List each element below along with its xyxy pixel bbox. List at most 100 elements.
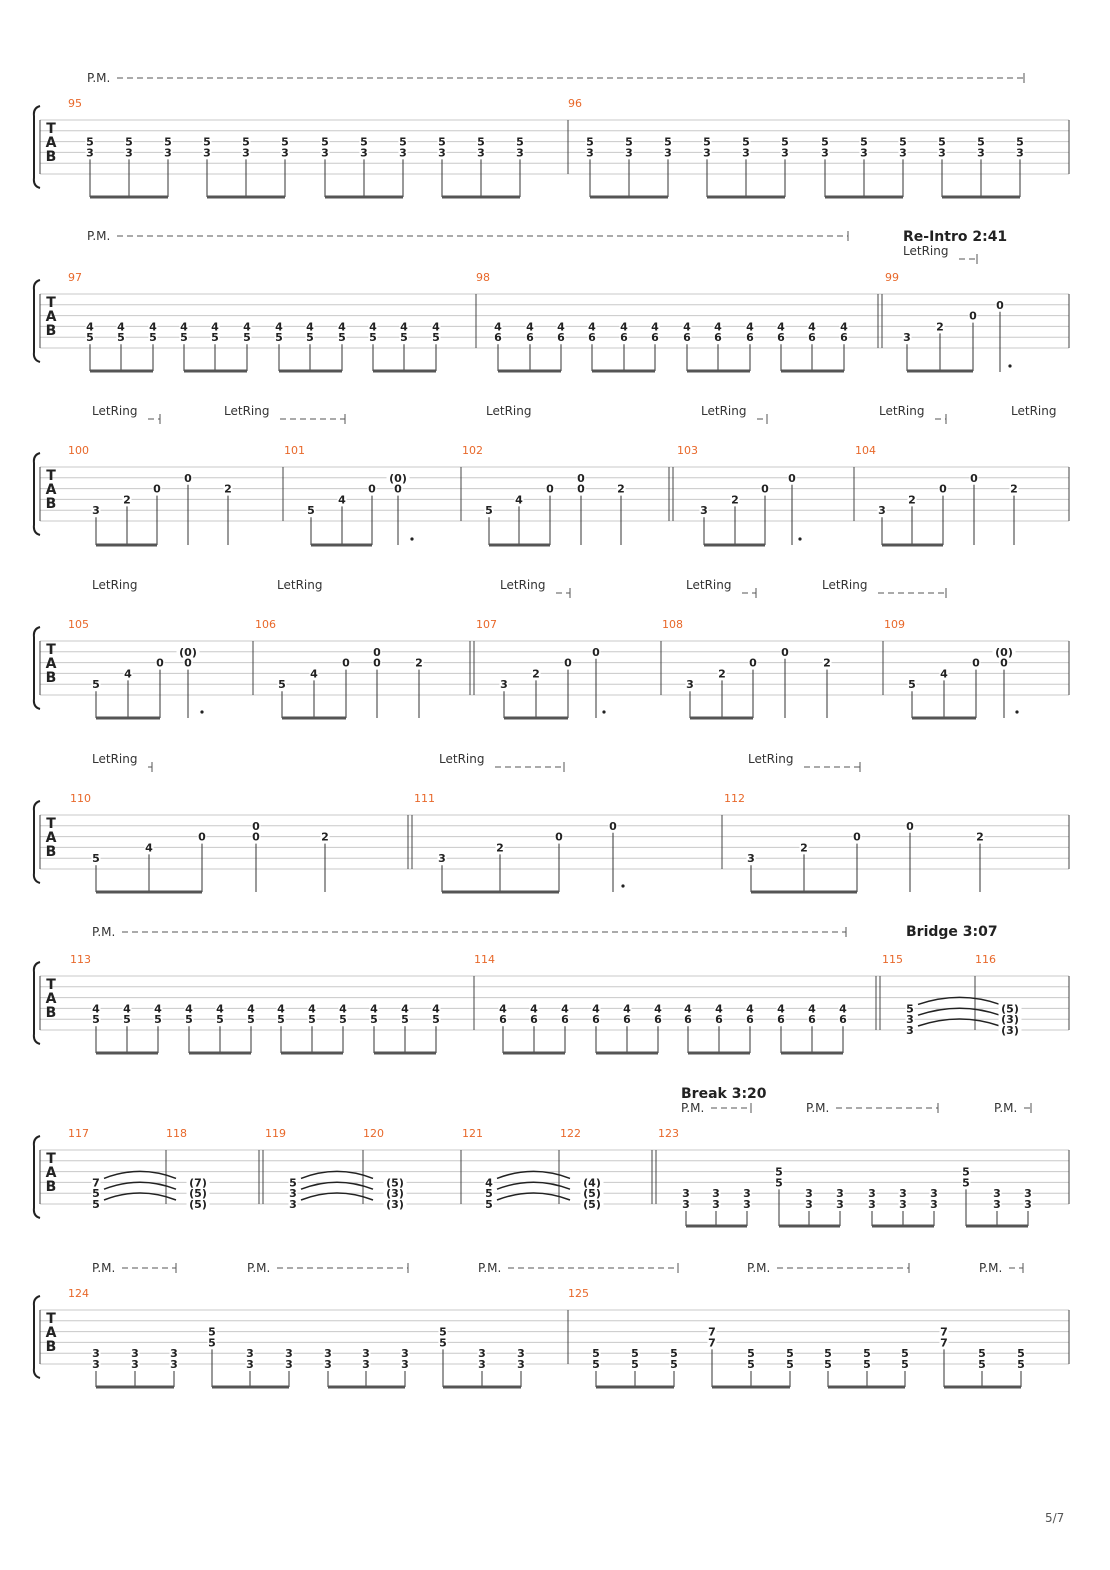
fret-bg bbox=[476, 146, 486, 158]
fret-number: 4 bbox=[651, 320, 659, 333]
fret-number: 4 bbox=[369, 320, 377, 333]
palm-mute-label: P.M. bbox=[681, 1101, 704, 1115]
fret-bg bbox=[742, 1198, 752, 1210]
fret-number: 5 bbox=[203, 136, 211, 149]
page-number: 5/7 bbox=[1045, 1511, 1064, 1525]
fret-number: 4 bbox=[370, 1002, 378, 1015]
fret-bg bbox=[515, 136, 525, 148]
fret-number: 6 bbox=[557, 331, 565, 344]
fret-bg bbox=[341, 657, 351, 669]
fret-number: 0 bbox=[577, 472, 585, 485]
fret-number: 5 bbox=[400, 331, 408, 344]
fret-number: 5 bbox=[211, 331, 219, 344]
measure-number: 95 bbox=[68, 97, 82, 110]
fret-number: 3 bbox=[878, 504, 886, 517]
fret-bg bbox=[820, 146, 830, 158]
fret-number: 0 bbox=[252, 831, 260, 844]
fret-bg bbox=[580, 1176, 604, 1188]
fret-bg bbox=[400, 1002, 410, 1014]
fret-number: 4 bbox=[592, 1002, 600, 1015]
fret-number: 3 bbox=[285, 1347, 293, 1360]
fret-bg bbox=[144, 841, 154, 853]
measure-number: 109 bbox=[884, 618, 905, 631]
system-bracket bbox=[32, 800, 41, 884]
fret-bg bbox=[900, 1358, 910, 1370]
fret-bg bbox=[280, 146, 290, 158]
fret-number: 4 bbox=[515, 493, 523, 506]
fret-number: 3 bbox=[360, 146, 368, 159]
fret-number: 5 bbox=[786, 1347, 794, 1360]
fret-number: 5 bbox=[906, 1002, 914, 1015]
fret-bg bbox=[591, 646, 601, 658]
fret-number: 5 bbox=[208, 1336, 216, 1349]
palm-mute-label: P.M. bbox=[979, 1261, 1002, 1275]
fret-bg bbox=[210, 331, 220, 343]
fret-number: 2 bbox=[415, 657, 423, 670]
system-bracket bbox=[32, 105, 41, 189]
fret-number: 7 bbox=[940, 1336, 948, 1349]
let-ring-label: LetRing bbox=[822, 578, 867, 592]
let-ring-label: LetRing bbox=[903, 244, 948, 258]
fret-bg bbox=[215, 1002, 225, 1014]
fret-bg bbox=[186, 1187, 210, 1199]
fret-number: 0 bbox=[373, 657, 381, 670]
fret-bg bbox=[900, 1347, 910, 1359]
fret-number: 6 bbox=[588, 331, 596, 344]
fret-number: 2 bbox=[321, 831, 329, 844]
fret-bg bbox=[776, 1013, 786, 1025]
fret-number: 4 bbox=[839, 1002, 847, 1015]
fret-bg bbox=[122, 493, 132, 505]
tie bbox=[496, 1192, 571, 1201]
system-bracket bbox=[32, 1135, 41, 1219]
fret-bg bbox=[383, 1176, 407, 1188]
measure-number: 117 bbox=[68, 1127, 89, 1140]
fret-number: 3 bbox=[625, 146, 633, 159]
fret-bg bbox=[587, 320, 597, 332]
fret-bg bbox=[867, 1198, 877, 1210]
fret-bg bbox=[776, 1002, 786, 1014]
dot bbox=[1015, 710, 1019, 714]
fret-number: 3 bbox=[742, 146, 750, 159]
fret-number: 3 bbox=[977, 146, 985, 159]
fret-bg bbox=[905, 820, 915, 832]
fret-number: 3 bbox=[938, 146, 946, 159]
dot bbox=[200, 710, 204, 714]
fret-bg bbox=[85, 331, 95, 343]
fret-number: 0 bbox=[252, 820, 260, 833]
fret-number: 0 bbox=[788, 472, 796, 485]
fret-bg bbox=[306, 504, 316, 516]
fret-number: 2 bbox=[936, 320, 944, 333]
fret-bg bbox=[977, 1347, 987, 1359]
fret-number: 5 bbox=[477, 136, 485, 149]
fret-bg bbox=[624, 136, 634, 148]
fret-bg bbox=[998, 1013, 1022, 1025]
system-bracket bbox=[32, 1295, 41, 1379]
fret-bg bbox=[130, 1358, 140, 1370]
fret-number: 5 bbox=[306, 331, 314, 344]
fret-number: 0 bbox=[781, 646, 789, 659]
fret-bg bbox=[277, 678, 287, 690]
fret-bg bbox=[554, 831, 564, 843]
fret-bg bbox=[307, 1002, 317, 1014]
fret-number: 3 bbox=[743, 1187, 751, 1200]
fret-number: 5 bbox=[154, 1013, 162, 1026]
fret-number: 3 bbox=[92, 504, 100, 517]
measure-number: 122 bbox=[560, 1127, 581, 1140]
fret-bg bbox=[305, 331, 315, 343]
fret-number: 3 bbox=[289, 1187, 297, 1200]
fret-number: 0 bbox=[939, 483, 947, 496]
fret-bg bbox=[653, 1002, 663, 1014]
tab-clef-letter: T bbox=[46, 642, 56, 658]
fret-bg bbox=[368, 320, 378, 332]
fret-number: 5 bbox=[247, 1013, 255, 1026]
fret-number: 3 bbox=[399, 146, 407, 159]
fret-number: 0 bbox=[156, 657, 164, 670]
fret-bg bbox=[438, 1326, 448, 1338]
fret-number: 3 bbox=[324, 1358, 332, 1371]
fret-bg bbox=[495, 841, 505, 853]
fret-bg bbox=[85, 136, 95, 148]
fret-number: 4 bbox=[211, 320, 219, 333]
fret-number: 6 bbox=[777, 331, 785, 344]
fret-bg bbox=[867, 1187, 877, 1199]
